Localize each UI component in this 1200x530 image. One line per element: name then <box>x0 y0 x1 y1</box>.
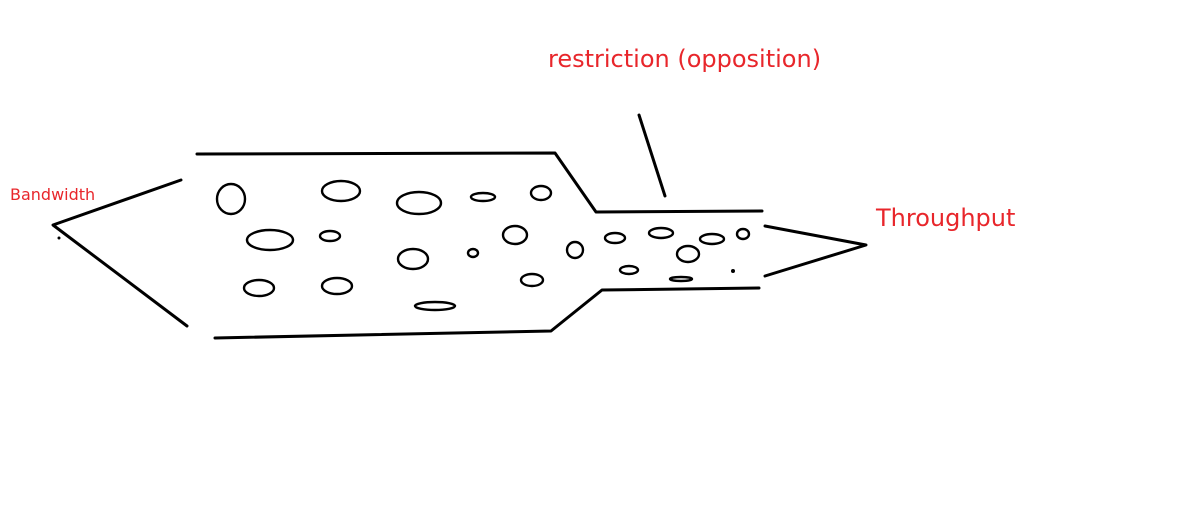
particle <box>396 247 430 271</box>
throughput-arrowhead <box>763 224 868 278</box>
stray-dot-left <box>57 236 61 240</box>
particle <box>215 182 247 216</box>
bandwidth-arrowhead <box>51 178 189 328</box>
particle <box>318 229 342 243</box>
particle <box>242 278 276 298</box>
particle <box>320 179 362 203</box>
particle <box>668 275 694 283</box>
particle <box>466 247 480 259</box>
particle <box>647 226 675 240</box>
particle <box>245 228 295 252</box>
particle <box>529 184 553 202</box>
restriction-pointer-line <box>637 113 667 198</box>
particle <box>735 227 751 241</box>
particle <box>731 269 735 273</box>
particle <box>698 232 726 246</box>
restricted-particles <box>603 226 751 283</box>
particle <box>395 190 443 216</box>
throughput-label: Throughput <box>876 204 1016 232</box>
particle <box>675 244 701 264</box>
particle <box>603 231 627 245</box>
particle <box>519 272 545 288</box>
particle <box>469 191 497 203</box>
particle <box>413 300 457 312</box>
particle <box>565 240 585 260</box>
wide-pipe-top-wall <box>195 151 764 214</box>
wide-pipe-bottom-wall <box>213 286 761 340</box>
particle <box>320 276 354 296</box>
particle <box>501 224 529 246</box>
bandwidth-label: Bandwidth <box>10 185 96 204</box>
data-particles <box>215 179 585 312</box>
restriction-label: restriction (opposition) <box>548 45 822 73</box>
particle <box>618 264 640 276</box>
